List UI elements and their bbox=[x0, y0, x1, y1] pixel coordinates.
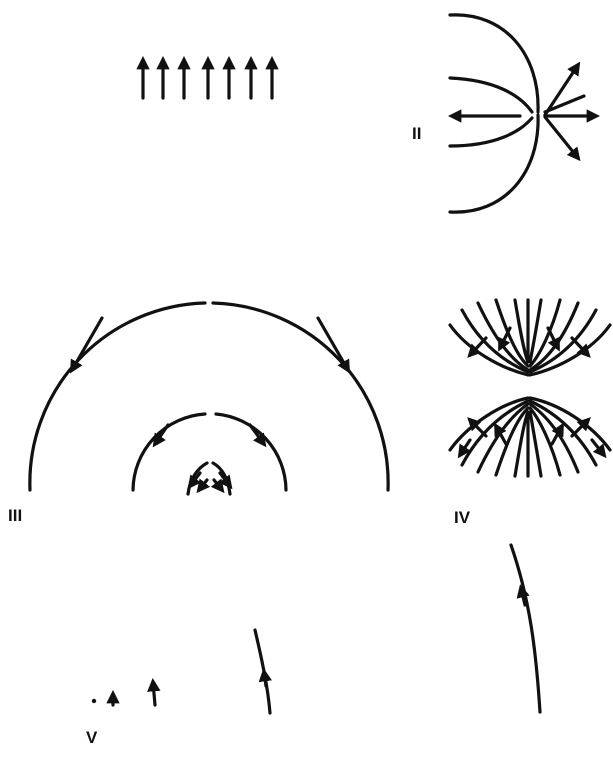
source-curve-lower bbox=[450, 118, 532, 146]
source-arc-bottom bbox=[450, 115, 538, 212]
panel-i-uniform-field bbox=[143, 60, 272, 98]
panel-label-v: V bbox=[86, 728, 97, 748]
source-arrow-northeast bbox=[545, 65, 578, 115]
panel-label-iv: IV bbox=[454, 508, 470, 528]
source-arc-top bbox=[450, 15, 538, 112]
gradient-arrow-2 bbox=[153, 682, 155, 705]
saddle-arrow-3 bbox=[548, 328, 558, 348]
panel-v-gradient-field bbox=[92, 545, 540, 713]
panel-iii-rotational-field bbox=[30, 303, 388, 494]
saddle-arrow-2 bbox=[500, 328, 510, 348]
core-arrow-mid-right bbox=[214, 480, 222, 490]
panel-ii-source-field bbox=[450, 15, 596, 212]
gradient-arrow-3 bbox=[264, 672, 266, 686]
panel-iv-saddle-field bbox=[450, 300, 610, 476]
core-arrow-mid-left bbox=[199, 480, 207, 490]
tiny-dot bbox=[92, 699, 96, 703]
outer-arc-right bbox=[213, 303, 388, 490]
panel-label-ii: II bbox=[412, 124, 421, 144]
outer-arc-left bbox=[30, 303, 205, 490]
source-curve-upper bbox=[450, 78, 532, 112]
source-arrow-southeast bbox=[545, 117, 578, 158]
panel-label-iii: III bbox=[8, 506, 22, 526]
gradient-line-4 bbox=[511, 545, 540, 712]
